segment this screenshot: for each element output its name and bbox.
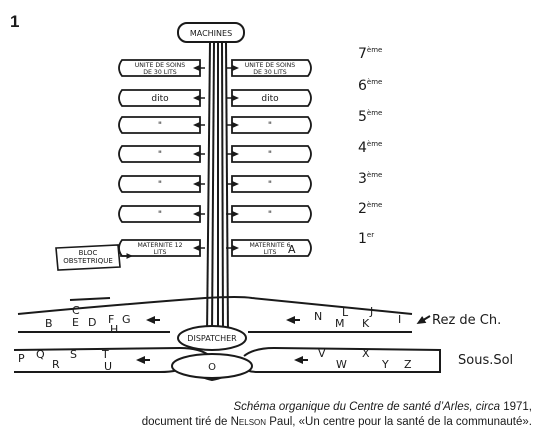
floor-left-label: dito — [151, 94, 169, 104]
floor-right-unit — [231, 239, 312, 257]
floor-left-unit — [118, 89, 201, 107]
floor-right-label: " — [268, 180, 272, 190]
basement-left-letter: Q — [36, 348, 45, 361]
ground-left-letter: H — [110, 323, 118, 336]
floor-left-label: " — [158, 150, 162, 160]
ground-left-letter: E — [72, 316, 79, 329]
figure-caption: Schéma organique du Centre de santé d’Ar… — [12, 400, 532, 430]
ground-left-letter: C — [72, 304, 80, 317]
sous-sol-label: Sous.Sol — [458, 353, 513, 368]
ground-floor-corridor — [17, 296, 431, 333]
basement-left-letter: T — [101, 348, 109, 361]
floor-4: "" — [118, 145, 312, 163]
basement-right-letter: V — [318, 347, 326, 360]
basement-left-letter: S — [70, 348, 77, 361]
basement-right-letter: Z — [404, 358, 412, 371]
floor-right-label: " — [268, 210, 272, 220]
floor-left-unit — [118, 145, 201, 163]
floor-level-label: 1er — [358, 231, 374, 247]
basement-right-letter: Y — [381, 358, 389, 371]
bottom-circle-node: O — [171, 353, 253, 379]
caption-circa: circa — [475, 401, 501, 413]
ground-right-letter: J — [369, 305, 373, 318]
bottom-circle-label: O — [208, 362, 216, 373]
ground-left-letter: D — [88, 316, 96, 329]
floor-left-unit — [118, 175, 201, 193]
ground-right-letter: I — [398, 313, 401, 326]
figure-number: 1 — [10, 12, 20, 31]
top-box-machines: MACHINES — [177, 22, 245, 43]
floor-left-unit — [118, 59, 201, 77]
basement-right-letter: X — [362, 347, 370, 360]
basement-left-letter: R — [52, 358, 60, 371]
floor-right-unit — [231, 205, 312, 223]
ground-left-letter: B — [45, 317, 53, 330]
floor-level-label: 5ème — [358, 109, 382, 125]
ground-right-letter: K — [362, 317, 370, 330]
caption-author: Nelson — [230, 416, 267, 428]
ground-left-letter: F — [108, 313, 114, 326]
floor-level-label: 7ème — [358, 46, 382, 62]
floor-right-unit — [231, 145, 312, 163]
floor-level-label: 4ème — [358, 140, 382, 156]
floor-left-label: " — [158, 210, 162, 220]
floor-right-unit — [231, 89, 312, 107]
floor-left-unit — [118, 116, 201, 134]
ground-left-letter: G — [122, 313, 131, 326]
ground-right-letter: N — [314, 310, 322, 323]
floor-labels: 7ème 6ème 5ème 4ème 3ème 2ème 1er — [358, 46, 382, 247]
floor-left-label: " — [158, 121, 162, 131]
floor-right-unit — [231, 175, 312, 193]
floor-level-label: 2ème — [358, 201, 382, 217]
ground-right-letter: L — [342, 306, 349, 319]
basement-left-letter: U — [104, 360, 112, 373]
basement-right-letter: W — [336, 358, 347, 371]
central-shaft — [206, 41, 229, 336]
floor-right-label: " — [268, 150, 272, 160]
caption-source-prefix: document tiré de — [141, 416, 228, 428]
floor-5: "" — [118, 116, 312, 134]
ground-right-letter: M — [335, 317, 345, 330]
floor-left-label: " — [158, 180, 162, 190]
caption-source-suffix: Paul, «Un centre pour la santé de la com… — [269, 416, 532, 428]
caption-title: Schéma organique du Centre de santé d’Ar… — [233, 401, 473, 413]
floor-2: "" — [118, 205, 312, 223]
caption-year: 1971, — [503, 401, 532, 413]
rez-de-chaussee-label: Rez de Ch. — [432, 313, 501, 328]
floor-right-extra: A — [288, 243, 296, 256]
floor-right-unit — [231, 59, 312, 77]
floor-right-label: dito — [261, 94, 279, 104]
dispatcher-label: DISPATCHER — [187, 334, 237, 343]
floor-left-unit — [118, 239, 201, 257]
machines-label: MACHINES — [190, 29, 232, 38]
basement-left-letter: P — [18, 352, 25, 365]
floor-level-label: 6ème — [358, 78, 382, 94]
floor-left-unit — [118, 205, 201, 223]
floor-6: dito dito — [118, 89, 312, 107]
floor-right-label: " — [268, 121, 272, 131]
floor-3: "" — [118, 175, 312, 193]
floor-right-unit — [231, 116, 312, 134]
dispatcher-node: DISPATCHER — [177, 325, 247, 351]
floor-level-label: 3ème — [358, 171, 382, 187]
